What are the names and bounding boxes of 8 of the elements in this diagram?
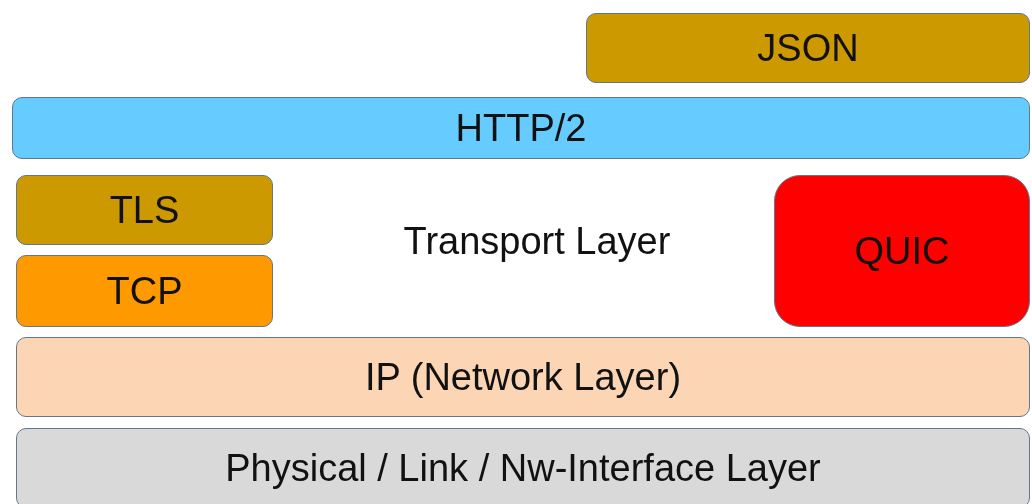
layer-box: IP (Network Layer): [16, 337, 1030, 417]
protocol-box: QUIC: [774, 175, 1030, 327]
protocol-box: TCP: [16, 255, 273, 327]
layer-box: Physical / Link / Nw-Interface Layer: [16, 428, 1030, 504]
layer-label: Transport Layer: [403, 219, 671, 263]
protocol-box: TLS: [16, 175, 273, 245]
layer-box: JSON: [586, 13, 1030, 83]
layer-box: HTTP/2: [12, 97, 1030, 159]
